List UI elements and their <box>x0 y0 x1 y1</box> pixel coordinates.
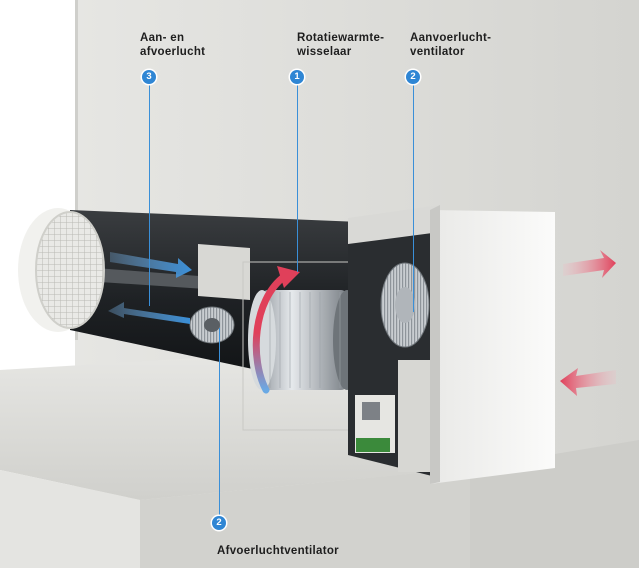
leader-line-2-top <box>413 84 415 312</box>
label-line-2: afvoerlucht <box>140 46 206 58</box>
indoor-air-arrow-icon <box>560 368 616 396</box>
housing-side <box>348 205 440 244</box>
label-line-1: Aanvoerlucht- <box>410 32 492 44</box>
label-supply-exhaust-air: Aan- en afvoerlucht <box>140 31 205 59</box>
heat-exchanger-core <box>262 290 347 390</box>
label-supply-fan: Aanvoerlucht- ventilator <box>410 31 491 59</box>
outer-grille <box>36 212 104 328</box>
rotation-arrow-icon <box>252 272 289 394</box>
ledge-left <box>0 470 140 568</box>
leader-line-2-bottom <box>219 328 221 518</box>
leader-line-1 <box>297 84 299 272</box>
front-cover <box>430 210 555 484</box>
outdoor-air-arrow-icon <box>563 250 616 278</box>
label-line-2: ventilator <box>410 46 465 58</box>
duct-flow-arrow-lower <box>108 302 190 324</box>
foam-block <box>198 244 250 300</box>
callout-badge-2-bottom: 2 <box>212 516 226 530</box>
leader-line-3 <box>149 84 151 306</box>
filter-slot <box>398 360 432 472</box>
callout-badge-1: 1 <box>290 70 304 84</box>
ledge-front <box>140 468 470 568</box>
duct-flow-arrow-upper <box>110 252 192 278</box>
callout-badge-3: 3 <box>142 70 156 84</box>
label-line-2: wisselaar <box>297 46 352 58</box>
label-exhaust-fan: Afvoerluchtventilator <box>217 545 339 557</box>
label-rotary-heat-exchanger: Rotatiewarmte- wisselaar <box>297 31 384 59</box>
callout-badge-2-top: 2 <box>406 70 420 84</box>
front-cover-edge <box>430 205 440 484</box>
label-line-1: Aan- en <box>140 32 185 44</box>
label-line-1: Rotatiewarmte- <box>297 32 385 44</box>
